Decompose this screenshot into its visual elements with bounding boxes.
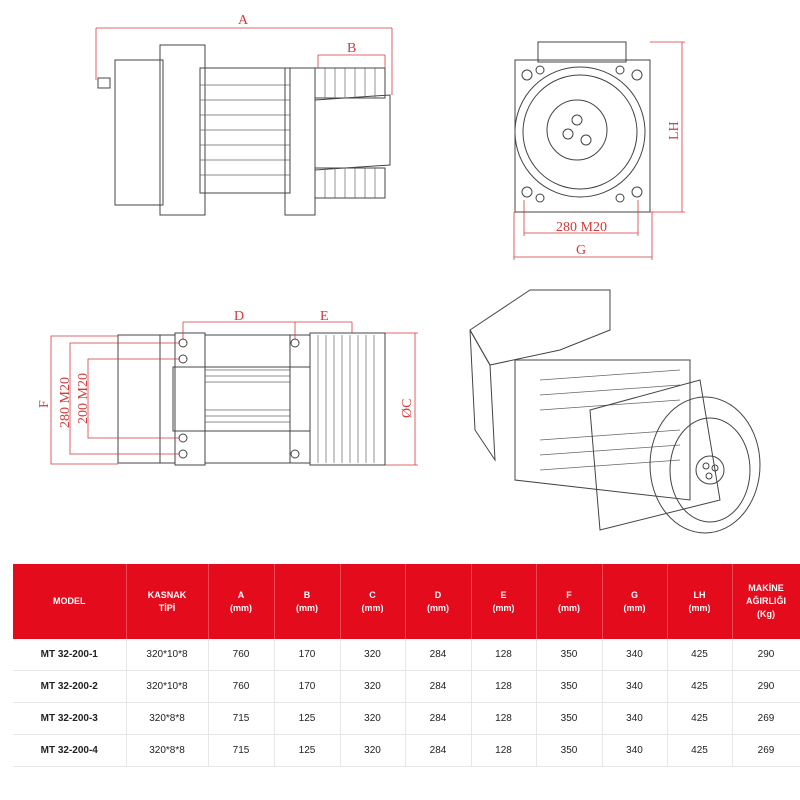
table-cell: 269 xyxy=(732,734,800,767)
table-cell: 425 xyxy=(667,734,733,767)
table-cell: 320 xyxy=(340,670,406,703)
header-model: MODEL xyxy=(13,564,127,639)
table-cell: 284 xyxy=(405,734,472,767)
table-cell: 340 xyxy=(602,702,668,735)
table-cell: 320 xyxy=(340,639,406,671)
table-cell: 425 xyxy=(667,670,733,703)
table-cell: 125 xyxy=(274,734,341,767)
table-cell: 170 xyxy=(274,670,341,703)
table-cell: 284 xyxy=(405,702,472,735)
front-view-drawing: LH 280 M20 G xyxy=(513,41,685,260)
table-cell: 760 xyxy=(208,639,275,671)
dimension-label-f: F xyxy=(37,400,52,408)
dimension-label-b: B xyxy=(347,41,356,56)
table-cell: 284 xyxy=(405,639,472,671)
table-cell: 350 xyxy=(536,639,603,671)
isometric-view-drawing xyxy=(469,289,761,534)
header-c: C(mm) xyxy=(340,564,406,639)
table-cell: 269 xyxy=(732,702,800,735)
table-cell: 760 xyxy=(208,670,275,703)
technical-drawings: A B LH 280 M20 G xyxy=(37,13,761,534)
table-cell: 715 xyxy=(208,702,275,735)
header-d: D(mm) xyxy=(405,564,472,639)
table-cell: 320 xyxy=(340,734,406,767)
table-cell: 425 xyxy=(667,702,733,735)
table-cell: 290 xyxy=(732,639,800,671)
table-cell: 320*10*8 xyxy=(126,639,209,671)
model-cell: MT 32-200-1 xyxy=(13,639,127,671)
table-cell: 128 xyxy=(471,670,537,703)
dimension-label-lh: LH xyxy=(667,121,682,140)
table-cell: 170 xyxy=(274,639,341,671)
header-f: F(mm) xyxy=(536,564,603,639)
table-cell: 320*8*8 xyxy=(126,734,209,767)
dimension-label-oc: ØC xyxy=(400,399,415,418)
table-cell: 128 xyxy=(471,639,537,671)
side-view-drawing: A B xyxy=(95,13,393,216)
table-cell: 125 xyxy=(274,702,341,735)
model-cell: MT 32-200-2 xyxy=(13,670,127,703)
table-cell: 284 xyxy=(405,670,472,703)
table-cell: 320*8*8 xyxy=(126,702,209,735)
table-cell: 320 xyxy=(340,702,406,735)
table-cell: 350 xyxy=(536,702,603,735)
table-cell: 425 xyxy=(667,639,733,671)
top-view-drawing: D E ØC F 280 M20 200 M20 xyxy=(37,309,418,466)
table-cell: 320*10*8 xyxy=(126,670,209,703)
table-cell: 350 xyxy=(536,734,603,767)
model-cell: MT 32-200-3 xyxy=(13,702,127,735)
dimension-label-g: G xyxy=(576,243,586,258)
table-cell: 715 xyxy=(208,734,275,767)
dimension-label-280-m20-outer: 280 M20 xyxy=(58,377,73,428)
dimension-label-d: D xyxy=(234,309,244,324)
dimension-label-e: E xyxy=(320,309,329,324)
dimension-label-280-m20: 280 M20 xyxy=(556,220,607,235)
header-g: G(mm) xyxy=(602,564,668,639)
table-cell: 340 xyxy=(602,734,668,767)
dimension-label-a: A xyxy=(238,13,249,28)
model-cell: MT 32-200-4 xyxy=(13,734,127,767)
table-cell: 128 xyxy=(471,702,537,735)
table-cell: 350 xyxy=(536,670,603,703)
table-cell: 340 xyxy=(602,639,668,671)
header-a: A(mm) xyxy=(208,564,275,639)
dimension-label-200-m20: 200 M20 xyxy=(76,373,91,424)
table-cell: 340 xyxy=(602,670,668,703)
table-cell: 128 xyxy=(471,734,537,767)
header-lh: LH(mm) xyxy=(667,564,733,639)
header-e: E(mm) xyxy=(471,564,537,639)
table-cell: 290 xyxy=(732,670,800,703)
header-b: B(mm) xyxy=(274,564,341,639)
